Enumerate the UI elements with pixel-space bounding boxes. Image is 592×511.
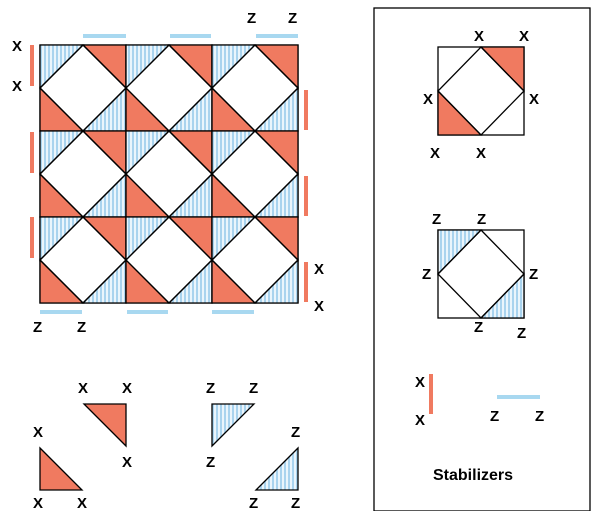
z-boundary-label: Z xyxy=(535,408,544,425)
lattice-label-z: Z xyxy=(247,10,256,27)
x-triangle xyxy=(39,446,84,491)
x-plaquette-label: X xyxy=(474,28,484,45)
lattice-label-z: Z xyxy=(288,10,297,27)
lattice-label-z: Z xyxy=(77,319,86,336)
triangle-label-z: Z xyxy=(206,454,215,471)
plaquette-diamond xyxy=(211,216,299,304)
triangle-label-x: X xyxy=(78,380,88,397)
triangle-label-x: X xyxy=(33,495,43,511)
z-plaquette-label: Z xyxy=(517,325,526,342)
plaquette-diamond xyxy=(39,216,127,304)
stabilizers-title: Stabilizers xyxy=(433,467,513,484)
stabilizers-panel xyxy=(373,7,591,511)
lattice-label-x: X xyxy=(12,78,22,95)
x-plaquette-label: X xyxy=(519,28,529,45)
triangle-label-x: X xyxy=(122,380,132,397)
z-plaquette xyxy=(437,229,525,319)
triangle-label-x: X xyxy=(122,454,132,471)
x-plaquette-label: X xyxy=(476,145,486,162)
plaquette-diamond xyxy=(437,229,525,319)
z-boundary-label: Z xyxy=(490,408,499,425)
lattice-label-x: X xyxy=(314,261,324,278)
lattice-label-x: X xyxy=(12,38,22,55)
lattice-label-z: Z xyxy=(33,319,42,336)
triangle-label-z: Z xyxy=(249,380,258,397)
z-plaquette-label: Z xyxy=(432,211,441,228)
triangle-label-z: Z xyxy=(206,380,215,397)
triangle-label-x: X xyxy=(33,424,43,441)
lattice-grid xyxy=(39,44,299,304)
triangle-label-z: Z xyxy=(291,424,300,441)
z-plaquette-label: Z xyxy=(474,319,483,336)
z-plaquette-label: Z xyxy=(477,211,486,228)
x-triangle xyxy=(82,403,127,448)
x-plaquette-label: X xyxy=(529,91,539,108)
x-plaquette xyxy=(437,46,525,136)
z-plaquette-label: Z xyxy=(422,266,431,283)
x-plaquette-label: X xyxy=(423,91,433,108)
z-triangle xyxy=(211,403,256,448)
triangle-label-z: Z xyxy=(291,495,300,511)
plaquette-diamond xyxy=(125,216,213,304)
x-boundary-label: X xyxy=(415,374,425,391)
x-boundary-label: X xyxy=(415,412,425,429)
z-triangle xyxy=(254,446,299,491)
plaquette-diamond xyxy=(437,46,525,136)
z-plaquette-label: Z xyxy=(529,266,538,283)
x-plaquette-label: X xyxy=(430,145,440,162)
lattice-label-x: X xyxy=(314,298,324,315)
triangle-label-z: Z xyxy=(249,495,258,511)
triangle-label-x: X xyxy=(77,495,87,511)
triangle-legend xyxy=(39,403,299,491)
